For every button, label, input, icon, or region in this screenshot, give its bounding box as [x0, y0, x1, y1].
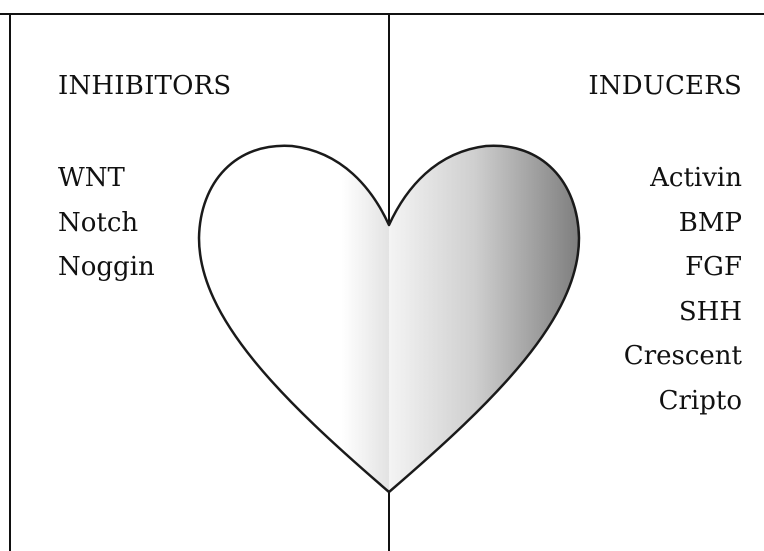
- inhibitors-list: WNT Notch Noggin: [58, 156, 155, 290]
- inhibitor-item: WNT: [58, 163, 125, 193]
- heart-right-half: [389, 145, 579, 492]
- inhibitor-item: Noggin: [58, 252, 155, 282]
- inhibitors-heading: INHIBITORS: [58, 71, 232, 101]
- inducer-item: Crescent: [623, 341, 742, 371]
- inhibitor-item: Notch: [58, 207, 139, 238]
- inducer-item: FGF: [685, 252, 742, 282]
- heart-left-half: [199, 145, 389, 492]
- inducers-list: Activin BMP FGF SHH Crescent Cripto: [624, 156, 742, 423]
- heart-outline: [197, 144, 581, 494]
- inducer-item: Cripto: [658, 385, 742, 416]
- inducers-heading: INDUCERS: [588, 71, 742, 101]
- inducer-item: SHH: [678, 296, 742, 327]
- inducer-item: BMP: [678, 207, 742, 238]
- inducer-item: Activin: [650, 163, 742, 193]
